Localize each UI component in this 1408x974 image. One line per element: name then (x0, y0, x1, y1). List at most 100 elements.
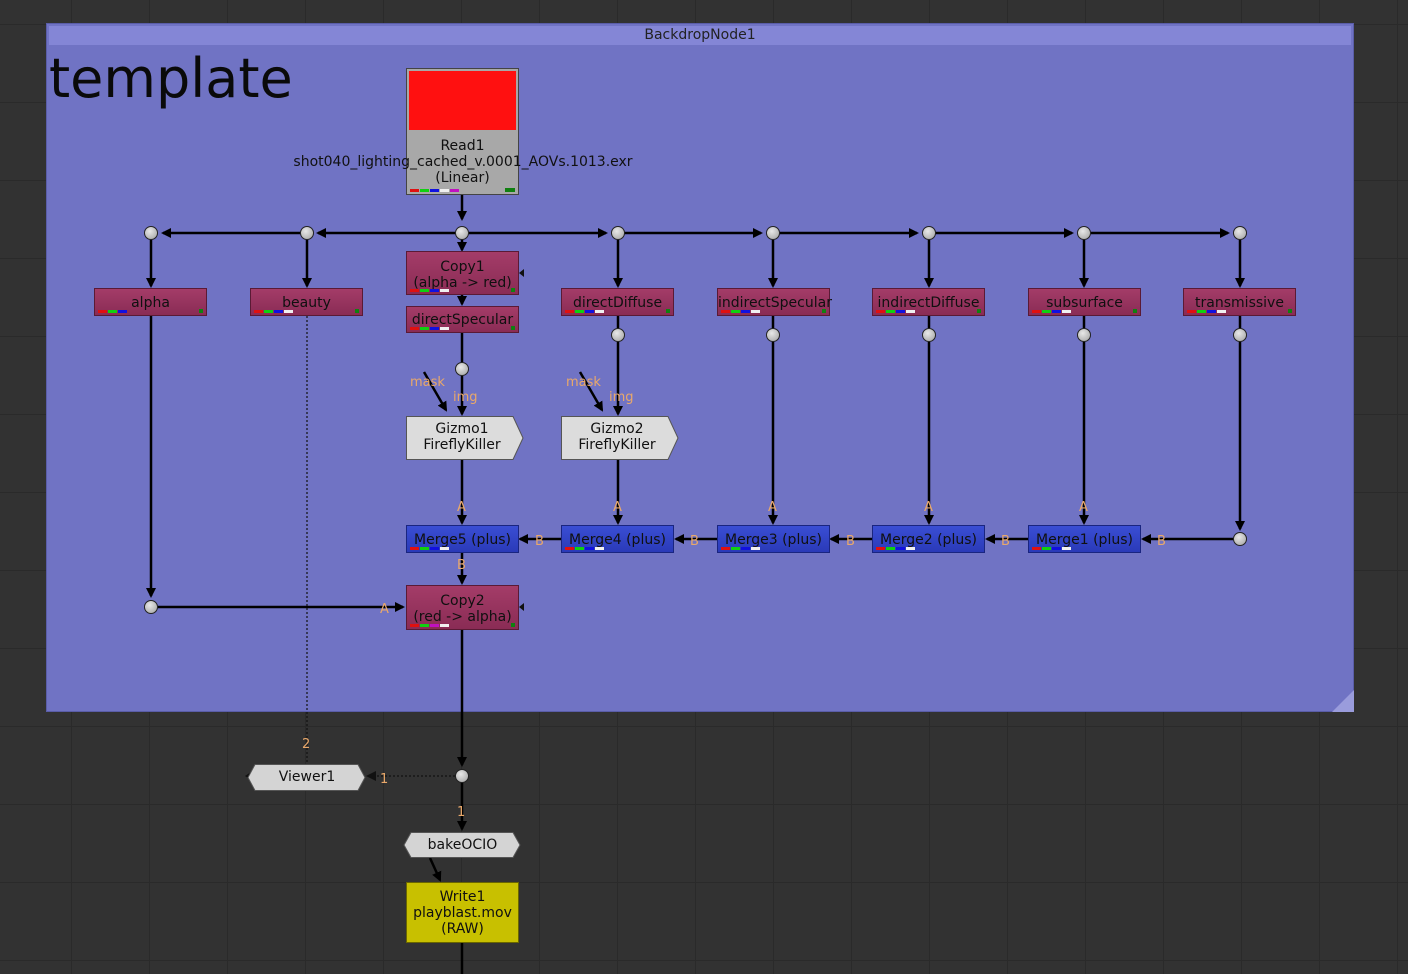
copy2-node[interactable]: Copy2 (red -> alpha) (406, 585, 519, 630)
node-label: alpha (131, 295, 170, 311)
channel-chips (876, 310, 915, 313)
a-input-label: A (1079, 500, 1088, 515)
node-label: beauty (282, 295, 331, 311)
dot-node[interactable] (611, 328, 625, 342)
node-sublabel: (alpha -> red) (413, 275, 512, 291)
channel-chips (410, 624, 449, 627)
merge1-node[interactable]: Merge1 (plus) (1028, 525, 1141, 553)
channel-chips (254, 310, 293, 313)
node-label: transmissive (1195, 295, 1284, 311)
node-label: Merge1 (plus) (1036, 532, 1133, 548)
dot-node[interactable] (611, 226, 625, 240)
shuffle-node-indirectSpecular[interactable]: indirectSpecular (717, 288, 832, 316)
dot-node[interactable] (922, 226, 936, 240)
backdrop-label: template (49, 47, 293, 110)
node-indicator (977, 309, 981, 313)
write-node[interactable]: Write1 playblast.mov (RAW) (406, 882, 519, 943)
backdrop-title[interactable]: BackdropNode1 (49, 26, 1351, 45)
dot-node[interactable] (455, 769, 469, 783)
dot-node[interactable] (455, 362, 469, 376)
copy1-mask-input-icon[interactable] (519, 269, 524, 277)
node-indicator (511, 623, 515, 627)
dot-node[interactable] (1077, 328, 1091, 342)
gizmo-type: FireflyKiller (423, 437, 501, 453)
dot-node[interactable] (766, 226, 780, 240)
copy1-node[interactable]: Copy1 (alpha -> red) (406, 251, 519, 295)
gizmo-name: Gizmo2 (590, 421, 644, 437)
channel-chips (1032, 310, 1071, 313)
node-label: Merge5 (plus) (414, 532, 511, 548)
channel-chips (721, 547, 760, 550)
read-thumbnail (409, 71, 516, 130)
node-label: bakeOCIO (427, 837, 498, 853)
node-indicator (511, 326, 515, 330)
node-label: Copy1 (440, 259, 485, 275)
merge4-node[interactable]: Merge4 (plus) (561, 525, 674, 553)
channel-chips (565, 547, 604, 550)
node-label: subsurface (1046, 295, 1123, 311)
a-input-label: A (768, 500, 777, 515)
viewer-input-1-label: 1 (380, 772, 389, 787)
dot-node[interactable] (300, 226, 314, 240)
channel-chips (98, 310, 127, 313)
shuffle-node-beauty[interactable]: beauty (250, 288, 363, 316)
node-indicator (355, 309, 359, 313)
viewer-input-2-label: 2 (302, 737, 311, 752)
node-label: directSpecular (411, 312, 514, 328)
shuffle-node-directDiffuse[interactable]: directDiffuse (561, 288, 674, 316)
merge5-node[interactable]: Merge5 (plus) (406, 525, 519, 553)
node-label: Merge2 (plus) (880, 532, 977, 548)
backdrop-resize-handle[interactable] (1332, 690, 1354, 712)
dot-node[interactable] (1077, 226, 1091, 240)
node-indicator (199, 309, 203, 313)
a-input-label: A (613, 500, 622, 515)
backdrop-node[interactable]: BackdropNode1 template (46, 23, 1354, 712)
shuffle-node-directSpecular[interactable]: directSpecular (406, 306, 519, 333)
merge2-node[interactable]: Merge2 (plus) (872, 525, 985, 553)
b-input-label: B (457, 558, 466, 573)
node-label: indirectDiffuse (877, 295, 980, 311)
merge3-node[interactable]: Merge3 (plus) (717, 525, 830, 553)
bakeocio-node[interactable]: bakeOCIO (403, 832, 522, 858)
dot-node[interactable] (455, 226, 469, 240)
gizmo1-node[interactable]: Gizmo1 FireflyKiller (406, 416, 524, 460)
dot-node[interactable] (1233, 532, 1247, 546)
node-label: directDiffuse (572, 295, 663, 311)
channel-chips (565, 310, 604, 313)
node-label: Copy2 (440, 593, 485, 609)
gizmo2-node[interactable]: Gizmo2 FireflyKiller (561, 416, 679, 460)
shuffle-node-transmissive[interactable]: transmissive (1183, 288, 1296, 316)
copy2-mask-input-icon[interactable] (519, 603, 524, 611)
viewer-node[interactable]: Viewer1 (247, 764, 367, 791)
dot-node[interactable] (1233, 226, 1247, 240)
channel-chips (1187, 310, 1226, 313)
read-colorspace-label: (Linear) (435, 170, 490, 186)
read-name: Read1 (440, 138, 485, 154)
read-node[interactable]: Read1 (406, 68, 519, 195)
input-1-label: 1 (457, 805, 466, 820)
dot-node[interactable] (766, 328, 780, 342)
b-input-label: B (535, 534, 544, 549)
b-input-label: B (846, 534, 855, 549)
a-input-label: A (457, 500, 466, 515)
channel-chips (410, 289, 449, 292)
shuffle-node-alpha[interactable]: alpha (94, 288, 207, 316)
dot-node[interactable] (144, 600, 158, 614)
node-label: Merge3 (plus) (725, 532, 822, 548)
dot-node[interactable] (144, 226, 158, 240)
node-indicator (505, 188, 515, 192)
mask-input-label: mask (410, 375, 445, 390)
node-indicator (1288, 309, 1292, 313)
dot-node[interactable] (922, 328, 936, 342)
node-sublabel: (red -> alpha) (413, 609, 512, 625)
shuffle-node-subsurface[interactable]: subsurface (1028, 288, 1141, 316)
node-indicator (1133, 309, 1137, 313)
channel-chips (410, 547, 449, 550)
shuffle-node-indirectDiffuse[interactable]: indirectDiffuse (872, 288, 985, 316)
read-file-label: shot040_lighting_cached_v.0001_AOVs.1013… (293, 154, 633, 170)
dot-node[interactable] (1233, 328, 1247, 342)
node-indicator (666, 309, 670, 313)
write-colorspace: (RAW) (441, 921, 484, 937)
gizmo-type: FireflyKiller (578, 437, 656, 453)
